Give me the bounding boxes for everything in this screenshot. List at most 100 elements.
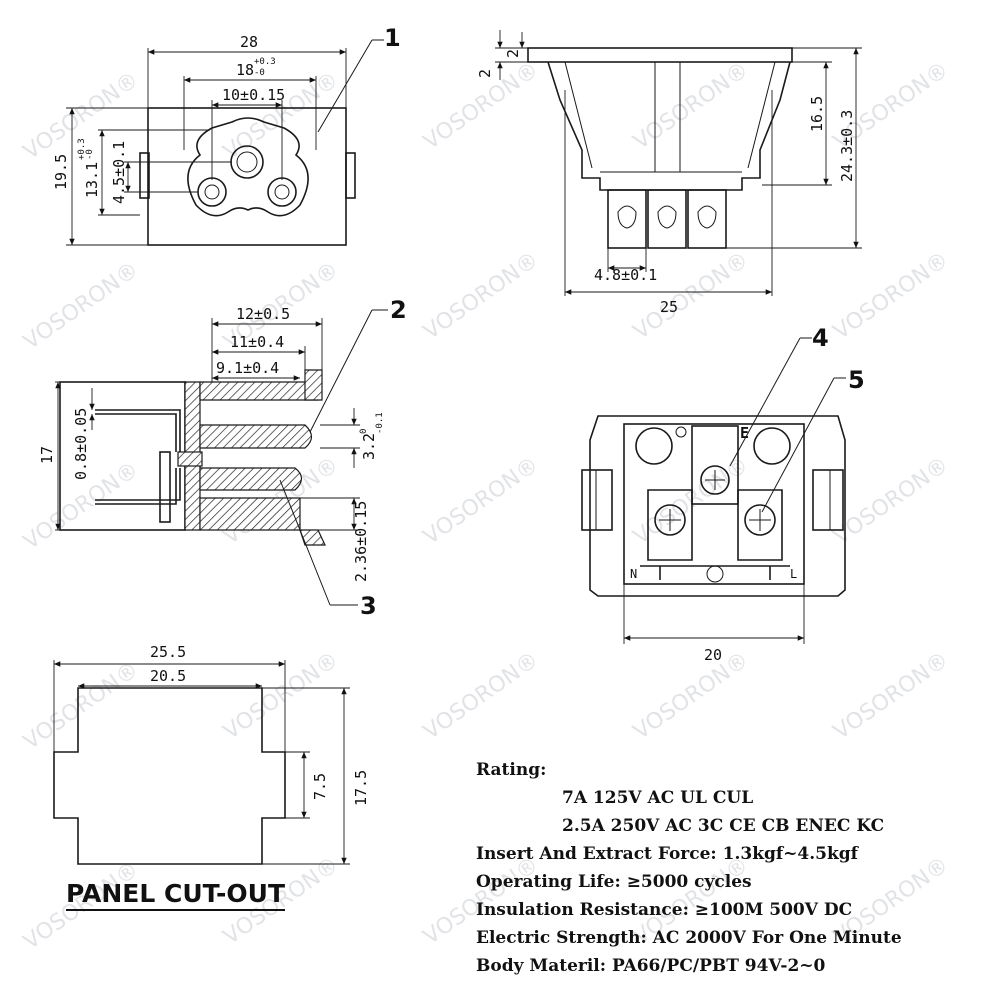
section-pin-lower xyxy=(95,468,181,501)
watermark: VOSORON® xyxy=(629,57,753,155)
rear-boss-right xyxy=(753,427,791,465)
earth-pin-inner xyxy=(236,151,258,173)
spec-rating-label: Rating: xyxy=(476,760,547,780)
section-contact-lower xyxy=(199,467,303,491)
section-lip xyxy=(304,369,323,401)
spec-strength: Electric Strength: AC 2000V For One Minu… xyxy=(476,928,902,948)
dim-label: 13.1 xyxy=(83,162,101,198)
side-body-edge xyxy=(747,61,776,169)
spec-insulation: Insulation Resistance: ≥100M 500V DC xyxy=(476,900,853,920)
neutral-screw-icon xyxy=(654,504,686,536)
spec-force: Insert And Extract Force: 1.3kgf~4.5kgf xyxy=(476,844,858,864)
panel-cutout-title: PANEL CUT-OUT xyxy=(66,880,286,911)
dim-tolerance: 0 xyxy=(359,429,369,434)
side-view: 2 2 16.5 24.3±0.3 4.8±0.1 25 xyxy=(476,30,862,316)
section-contact-upper xyxy=(199,424,313,449)
leader-line xyxy=(309,309,373,433)
watermark: VOSORON® xyxy=(19,657,143,755)
rear-view: E N L 20 4 5 xyxy=(581,324,865,664)
dim-label: 2 xyxy=(504,49,522,58)
neutral-pin-hole xyxy=(197,177,227,207)
watermark: VOSORON® xyxy=(829,647,953,745)
live-pin-hole xyxy=(267,177,297,207)
side-terminal-l xyxy=(687,189,727,249)
leader-line xyxy=(279,479,331,606)
dim-tolerance: -0 xyxy=(85,149,95,160)
leader-line xyxy=(729,337,801,467)
dim-label: 17.5 xyxy=(352,770,370,806)
dim-label: 28 xyxy=(240,33,258,51)
callout-3: 3 xyxy=(360,592,377,620)
watermark: VOSORON® xyxy=(219,67,343,165)
side-terminal-n xyxy=(607,189,647,249)
watermark: VOSORON® xyxy=(419,247,543,345)
spec-rating-line: 7A 125V AC UL CUL xyxy=(562,788,754,808)
dim-label: 4.5±0.1 xyxy=(110,141,128,204)
dim-tolerance: -0.1 xyxy=(375,412,385,434)
side-terminal-hole xyxy=(657,205,677,229)
section-top-wall xyxy=(199,381,319,401)
earth-label: E xyxy=(740,424,749,442)
watermark: VOSORON® xyxy=(629,247,753,345)
watermark: VOSORON® xyxy=(419,647,543,745)
dim-label: 18 xyxy=(236,61,254,79)
section-bottom-wall xyxy=(199,497,326,546)
watermark: VOSORON® xyxy=(19,257,143,355)
dim-label: 4.8±0.1 xyxy=(594,266,657,284)
spec-rating-line: 2.5A 250V AC 3C CE CB ENEC KC xyxy=(562,816,885,836)
rear-inner-face xyxy=(623,423,805,585)
earth-screw-icon xyxy=(700,465,730,495)
front-view: 28 18 +0.3 -0 10±0.15 19.5 13.1 +0.3 -0 … xyxy=(52,24,401,246)
watermark: VOSORON® xyxy=(829,247,953,345)
callout-4: 4 xyxy=(812,324,829,352)
section-pin-lower-inner xyxy=(95,468,177,505)
leader-line xyxy=(761,377,835,513)
watermark: VOSORON® xyxy=(829,452,953,550)
section-pin-upper xyxy=(95,409,181,452)
side-body-edge xyxy=(564,61,593,169)
dim-label: 0.8±0.05 xyxy=(72,408,90,480)
front-right-latch xyxy=(345,152,356,199)
rear-base-rib xyxy=(640,565,790,580)
dim-label: 7.5 xyxy=(311,773,329,800)
dim-label: 9.1±0.4 xyxy=(216,359,279,377)
dim-tolerance: +0.3 xyxy=(77,138,87,160)
callout-2: 2 xyxy=(390,296,407,324)
rear-boss-left xyxy=(635,427,673,465)
dim-label: 25.5 xyxy=(150,643,186,661)
callout-1: 1 xyxy=(384,24,401,52)
rear-outline xyxy=(589,415,846,597)
leader-line xyxy=(317,39,373,133)
dim-label: 2 xyxy=(476,69,494,78)
spec-life: Operating Life: ≥5000 cycles xyxy=(476,872,752,892)
side-flange xyxy=(527,47,793,63)
dim-label: 11±0.4 xyxy=(230,333,284,351)
dim-label: 20.5 xyxy=(150,667,186,685)
rear-live-terminal xyxy=(737,489,783,561)
dim-label: 24.3±0.3 xyxy=(838,110,856,182)
front-socket-face xyxy=(187,117,309,217)
callout-5: 5 xyxy=(848,366,865,394)
dim-label: 2.36±0.15 xyxy=(352,501,370,582)
earth-symbol-icon xyxy=(675,426,687,438)
watermark: VOSORON® xyxy=(629,647,753,745)
front-left-latch xyxy=(139,152,150,199)
panel-cutout-view: 25.5 20.5 7.5 17.5 xyxy=(53,643,370,865)
side-terminal-hole xyxy=(697,205,717,229)
watermark: VOSORON® xyxy=(419,452,543,550)
rear-center-notch xyxy=(706,565,724,583)
rear-right-latch xyxy=(812,469,844,531)
dim-tolerance: +0.3 xyxy=(254,57,276,67)
dim-label: 16.5 xyxy=(808,96,826,132)
live-pin-inner xyxy=(274,184,290,200)
neutral-pin-inner xyxy=(204,184,220,200)
section-pin-upper-inner xyxy=(95,413,177,452)
dim-label: 25 xyxy=(660,298,678,316)
dim-label: 3.2 xyxy=(360,433,378,460)
side-terminal-e xyxy=(647,189,687,249)
spec-block: Rating: 7A 125V AC UL CUL 2.5A 250V AC 3… xyxy=(476,756,996,980)
spec-material: Body Materil: PA66/PC/PBT 94V-2~0 xyxy=(476,956,826,976)
section-view: 12±0.5 11±0.4 9.1±0.4 17 0.8±0.05 3.2 0 … xyxy=(38,296,407,620)
section-retainer xyxy=(159,451,171,523)
